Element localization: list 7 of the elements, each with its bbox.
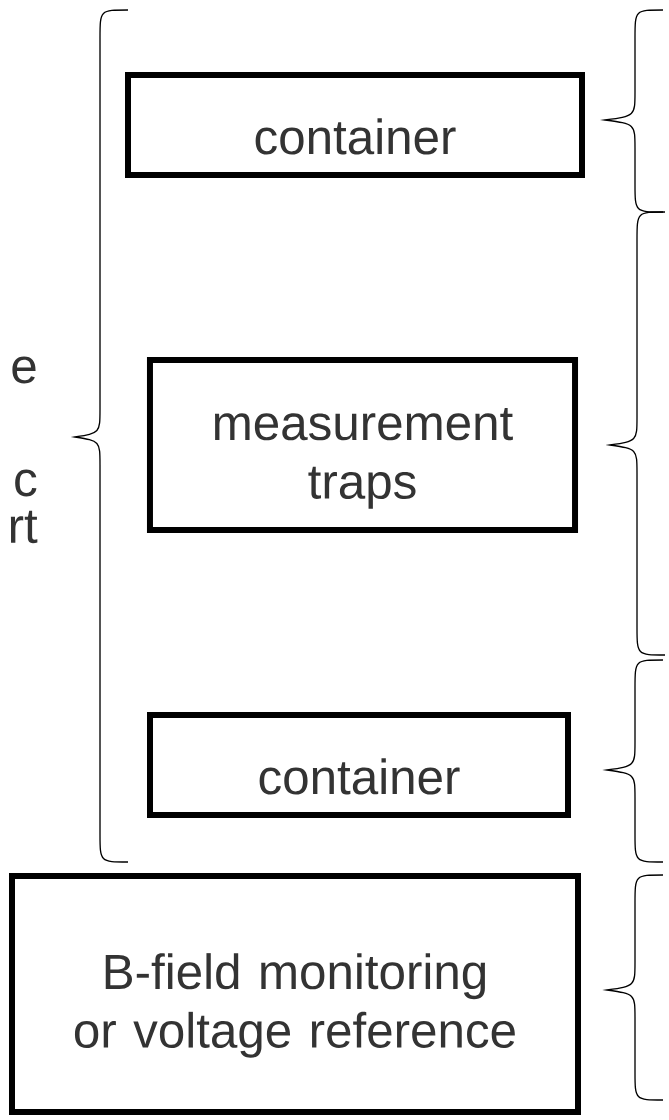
text-fragment: c xyxy=(15,469,37,497)
text-box: container xyxy=(147,712,571,818)
text-fragment: rt xyxy=(10,510,38,544)
text-box: container xyxy=(125,72,585,178)
text-box: measurement traps xyxy=(146,357,579,533)
text-fragment: e xyxy=(12,356,36,384)
text-box: B-field monitoring or voltage reference xyxy=(9,873,581,1115)
